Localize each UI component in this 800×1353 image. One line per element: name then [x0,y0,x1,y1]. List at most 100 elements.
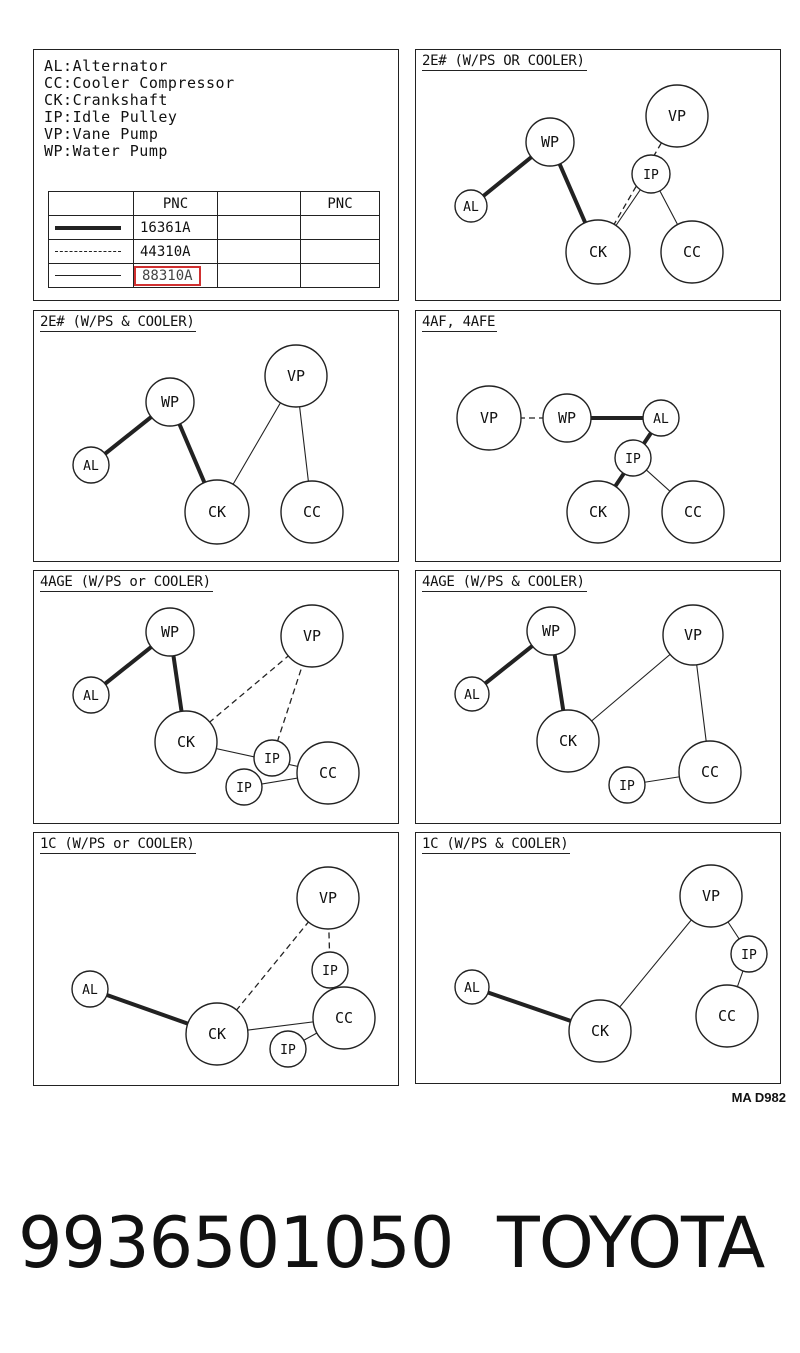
pulley-cc: CC [312,986,376,1050]
pulley-circle [526,606,576,656]
pulley-label: IP [280,1043,296,1058]
pulley-wp: WP [145,377,195,427]
pnc-value[interactable]: 16361A [133,215,218,240]
pulley-wp: WP [525,117,575,167]
pulley-ip: IP [631,154,671,194]
pulley-label: VP [303,627,321,645]
pulley-label: IP [236,781,252,796]
pulley-wp: WP [542,393,592,443]
pulley-al: AL [454,969,490,1005]
pulley-circle [565,219,631,285]
legend-entry-alternator: AL:Alternator [44,57,168,75]
pulley-circle [662,604,724,666]
pulley-al: AL [454,189,488,223]
pulley-ck: CK [568,999,632,1063]
pulley-circle [311,951,349,989]
pulley-al: AL [71,970,109,1008]
pulley-circle [730,935,768,973]
pulley-circle [631,154,671,194]
pulley-circle [312,986,376,1050]
legend-entry-crankshaft: CK:Crankshaft [44,91,168,109]
pnc-table: PNC PNC 16361A 44310A 88310A [48,191,380,288]
pulley-wp: WP [145,607,195,657]
pulley-label: CK [177,733,195,751]
pulley-ck: CK [184,479,250,545]
legend-entry-water-pump: WP:Water Pump [44,142,168,160]
pulley-al: AL [72,446,110,484]
pulley-circle [678,740,742,804]
belt-diagram-4af: VP WP AL IP CK CC [456,385,725,544]
pulley-ip: IP [269,1030,307,1068]
header-cell [48,191,134,216]
header-cell-pnc: PNC [133,191,218,216]
pulley-label: IP [625,452,641,467]
pulley-label: VP [684,626,702,644]
pulley-cc: CC [661,480,725,544]
pulley-label: VP [319,889,337,907]
pulley-circle [184,479,250,545]
pulley-circle [454,676,490,712]
pulley-ck: CK [185,1002,249,1066]
pulley-circle [145,607,195,657]
panel-title: 1C (W/PS & COOLER) [422,836,571,854]
pulley-vp: VP [456,385,522,451]
pnc-row-thin: 88310A [48,263,380,288]
pulley-vp: VP [296,866,360,930]
pulley-label: AL [83,689,99,704]
pulley-circle [566,480,630,544]
pulley-circle [660,220,724,284]
pulley-ip: IP [311,951,349,989]
pulley-label: CK [559,732,577,750]
header-cell [217,191,301,216]
pnc-value-highlighted[interactable]: 88310A [133,263,218,288]
diagram-panel-4af: VP WP AL IP CK CC 4AF, 4AFE [415,310,781,562]
pulley-label: WP [558,409,576,427]
pulley-cc: CC [678,740,742,804]
pulley-vp: VP [280,604,344,668]
part-number[interactable]: 9936501050 [18,1202,454,1284]
pulley-label: AL [653,412,669,427]
pulley-circle [642,399,680,437]
pulley-ip: IP [253,739,291,777]
header-cell-pnc: PNC [300,191,380,216]
pulley-ck: CK [565,219,631,285]
pulley-circle [542,393,592,443]
pulley-circle [296,741,360,805]
pulley-circle [568,999,632,1063]
pulley-circle [71,970,109,1008]
belt-thin [599,895,750,1032]
pulley-label: CC [701,763,719,781]
pulley-label: IP [619,779,635,794]
pulley-ck: CK [566,480,630,544]
pulley-label: VP [702,887,720,905]
belt-diagram-2e-and: AL WP VP CK CC [72,344,344,545]
legend-entry-cooler-compressor: CC:Cooler Compressor [44,74,235,92]
pnc-value[interactable]: 44310A [133,239,218,264]
pulley-ip: IP [614,439,652,477]
panel-title: 4AGE (W/PS or COOLER) [40,574,213,592]
pulley-vp: VP [662,604,724,666]
pulley-label: WP [542,622,560,640]
pulley-circle [296,866,360,930]
panel-title: 4AF, 4AFE [422,314,498,332]
pulley-vp: VP [645,84,709,148]
highlighted-pnc[interactable]: 88310A [134,265,201,286]
panel-title: 4AGE (W/PS & COOLER) [422,574,587,592]
pulley-label: IP [643,168,659,183]
pulley-ip: IP [730,935,768,973]
legend-entry-idle-pulley: IP:Idle Pulley [44,108,178,126]
pulley-circle [225,768,263,806]
belt-thin [567,634,711,786]
pulley-circle [454,189,488,223]
pulley-label: VP [287,367,305,385]
pulley-label: AL [83,459,99,474]
pulley-label: CK [208,1025,226,1043]
pulley-cc: CC [280,480,344,544]
